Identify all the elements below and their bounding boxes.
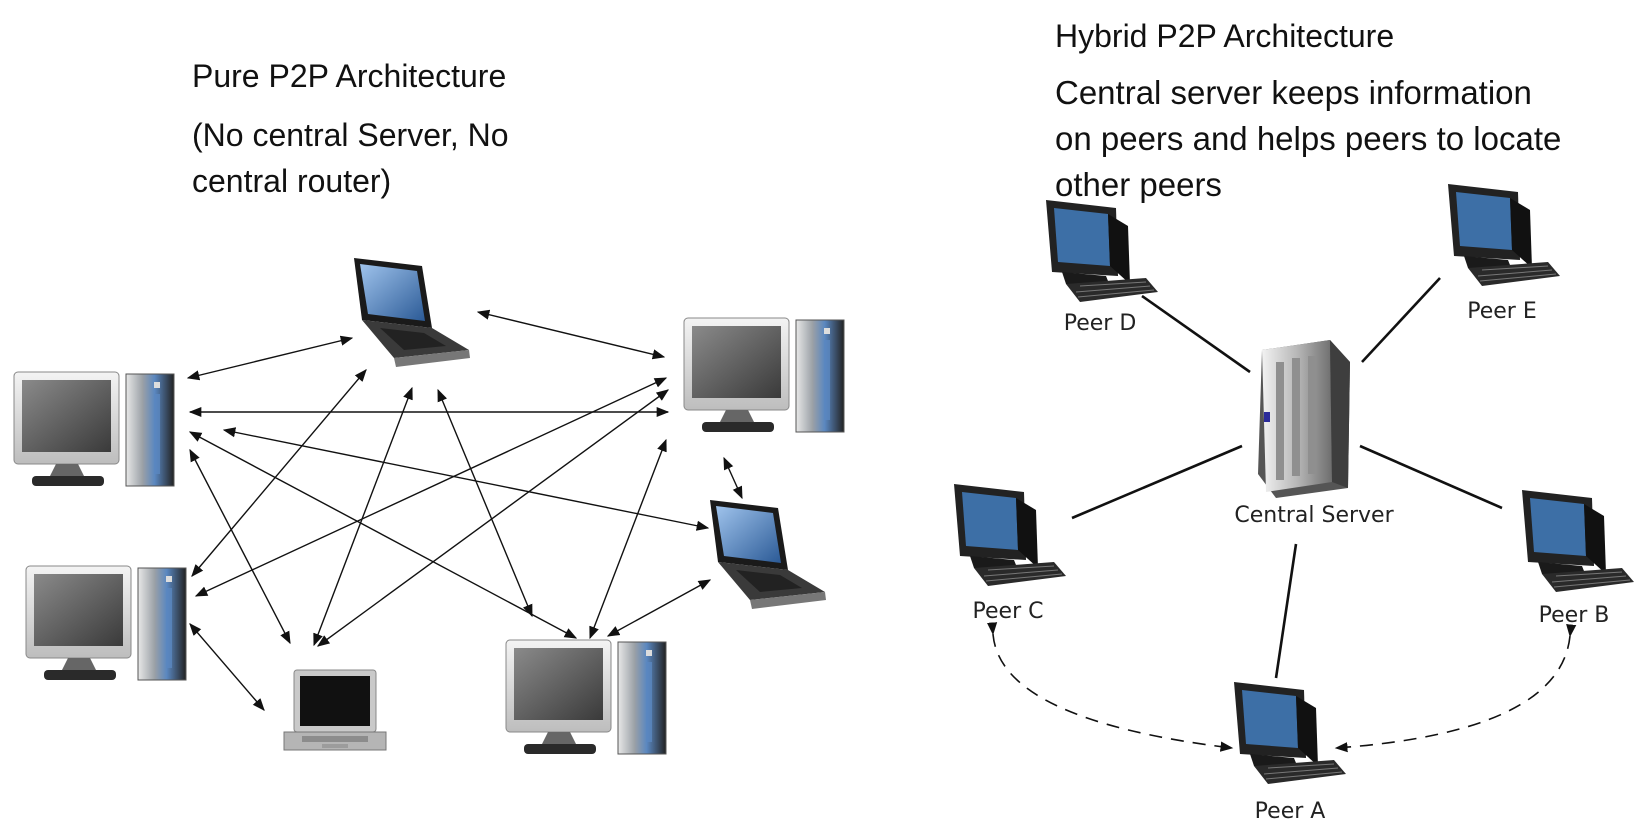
peer-d-computer-icon [1045,199,1159,303]
hybrid-p2p-description: Central server keeps information on peer… [1055,70,1561,208]
laptop-icon [710,500,826,609]
pure-p2p-subtitle-line-1: (No central Server, No [192,117,509,153]
link [191,369,367,577]
hybrid-p2p-title: Hybrid P2P Architecture [1055,18,1395,54]
link-server-peer-a [1274,543,1298,679]
peer-c-label: Peer C [973,599,1044,624]
link [476,309,666,360]
hybrid-description-line-1: Central server keeps information [1055,74,1532,111]
pure-p2p-subtitle: (No central Server, No central router) [192,112,509,204]
link [723,456,743,500]
link [313,386,413,647]
hybrid-p2p-network: Central Server Peer D Peer E Peer C Peer… [953,183,1635,824]
peer-e-computer-icon [1447,183,1561,287]
central-server-label: Central Server [1234,503,1394,528]
peer-e-label: Peer E [1467,299,1537,324]
link [606,579,712,637]
pure-p2p-subtitle-line-2: central router) [192,163,392,199]
link [589,438,667,640]
peer-d-label: Peer D [1064,311,1137,336]
link [189,623,265,711]
dashed-link-peer-c-peer-a [986,622,1234,752]
link-server-peer-e [1361,277,1441,363]
hybrid-direct-links [986,622,1577,753]
peer-b-label: Peer B [1539,603,1610,628]
hybrid-description-line-2: on peers and helps peers to locate [1055,120,1562,157]
link [186,335,354,381]
link [189,448,291,645]
pure-p2p-links [186,309,743,711]
laptop-icon [283,669,387,751]
dashed-link-peer-b-peer-a [1334,624,1577,753]
desktop-computer-icon [683,317,845,433]
hybrid-server-links [1071,277,1503,679]
peer-c-computer-icon [953,483,1067,587]
peer-a-computer-icon [1233,681,1347,785]
link [316,389,670,647]
link-server-peer-b [1359,444,1503,510]
central-server-icon [1258,340,1350,498]
peer-b-computer-icon [1521,489,1635,593]
link-server-peer-d [1141,294,1251,374]
peer-a-label: Peer A [1255,799,1326,824]
pure-p2p-title: Pure P2P Architecture [192,58,507,94]
pure-p2p-network [13,258,845,755]
link [437,388,533,618]
desktop-computer-icon [13,371,175,487]
hybrid-description-line-3: other peers [1055,166,1222,203]
laptop-icon [354,258,470,367]
link [222,427,710,531]
desktop-computer-icon [25,565,187,681]
desktop-computer-icon [505,639,667,755]
link-server-peer-c [1071,444,1243,520]
